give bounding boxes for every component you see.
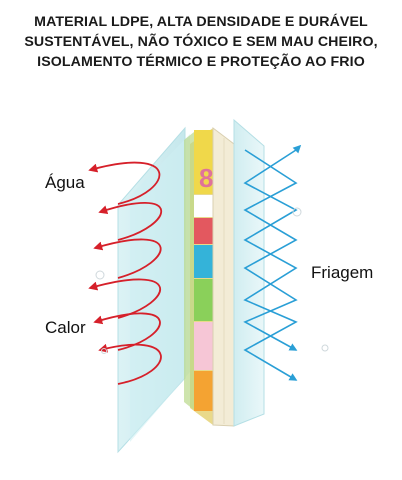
- printed-mat-layer: 8: [184, 128, 213, 425]
- mat-block-pink: [194, 322, 213, 370]
- mat-block-yellow: [194, 130, 213, 194]
- mat-block-blue: [194, 245, 213, 278]
- red-arrow-1: [88, 161, 161, 205]
- bubble: [95, 270, 105, 280]
- mat-digit: 8: [199, 163, 213, 193]
- mat-block-red: [194, 218, 213, 244]
- heat-water-arrows: [88, 161, 163, 385]
- red-arrow-4: [88, 278, 161, 319]
- mat-block-white: [194, 195, 213, 217]
- header-line-1: MATERIAL LDPE, ALTA DENSIDADE E DURÁVEL: [34, 14, 368, 30]
- product-description-header: MATERIAL LDPE, ALTA DENSIDADE E DURÁVEL …: [0, 12, 402, 72]
- water-label: Água: [45, 173, 85, 192]
- red-arrow-6: [98, 343, 162, 385]
- cold-arrows: [243, 144, 302, 381]
- right-glass-layer: [233, 118, 265, 427]
- blue-zigzag-1: [243, 149, 298, 381]
- red-arrow-3: [93, 238, 162, 279]
- bubble: [101, 348, 107, 354]
- mat-block-green: [194, 279, 213, 321]
- header-line-2: SUSTENTÁVEL, NÃO TÓXICO E SEM MAU CHEIRO…: [24, 34, 378, 50]
- mat-block-orange: [194, 371, 213, 411]
- header-line-3: ISOLAMENTO TÉRMICO E PROTEÇÃO AO FRIO: [37, 54, 365, 70]
- bubble: [292, 207, 302, 217]
- heat-label: Calor: [45, 318, 86, 337]
- cold-label: Friagem: [311, 263, 374, 282]
- blue-zigzag-2: [243, 149, 298, 351]
- bubble: [321, 344, 329, 352]
- red-arrow-2: [98, 202, 163, 241]
